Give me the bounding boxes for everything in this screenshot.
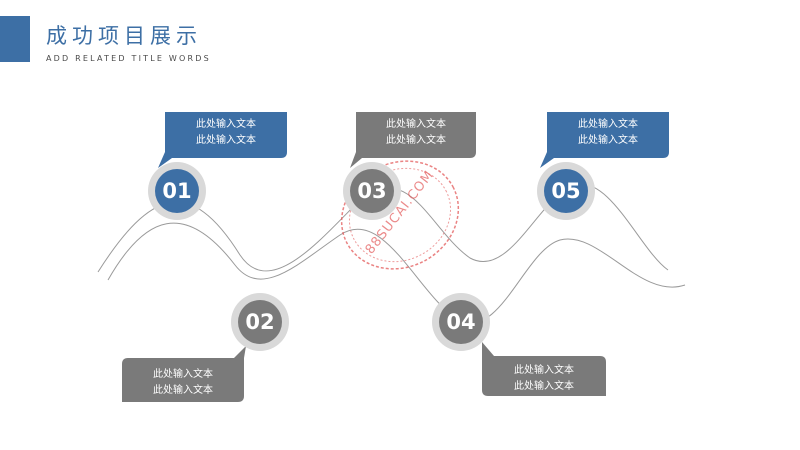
callout-text-04-line2: 此处输入文本	[514, 381, 574, 392]
callout-text-03-line2: 此处输入文本	[386, 135, 446, 146]
node-label-01: 01	[162, 179, 192, 203]
callout-text-03-line1: 此处输入文本	[386, 119, 446, 130]
callout-shape-01	[158, 112, 287, 168]
callout-text-05-line2: 此处输入文本	[578, 135, 638, 146]
callout-shape-03	[350, 112, 476, 168]
node-label-05: 05	[551, 179, 581, 203]
wave-curve-lower	[107, 222, 686, 324]
callout-text-01-line2: 此处输入文本	[196, 135, 256, 146]
node-05	[537, 162, 595, 220]
callout-text-02: 此处输入文本 此处输入文本	[122, 367, 244, 399]
callout-text-05: 此处输入文本 此处输入文本	[547, 117, 669, 149]
node-label-03: 03	[357, 179, 387, 203]
callout-shape-02	[122, 346, 246, 402]
callout-text-04-line1: 此处输入文本	[514, 365, 574, 376]
page-title: 成功项目展示	[46, 24, 202, 48]
callout-text-04: 此处输入文本 此处输入文本	[482, 363, 606, 395]
callout-text-05-line1: 此处输入文本	[578, 119, 638, 130]
node-04	[432, 293, 490, 351]
callout-text-01: 此处输入文本 此处输入文本	[165, 117, 287, 149]
node-01	[148, 162, 206, 220]
callout-text-03: 此处输入文本 此处输入文本	[356, 117, 476, 149]
callout-shape-04	[482, 342, 606, 396]
node-02	[231, 293, 289, 351]
callout-text-02-line1: 此处输入文本	[153, 369, 213, 380]
node-label-02: 02	[245, 310, 275, 334]
header-accent-block	[0, 16, 30, 62]
node-label-04: 04	[446, 310, 476, 334]
callout-shape-05	[540, 112, 669, 168]
node-03	[343, 162, 401, 220]
page-subtitle: ADD RELATED TITLE WORDS	[46, 54, 211, 63]
callout-text-01-line1: 此处输入文本	[196, 119, 256, 130]
callout-text-02-line2: 此处输入文本	[153, 385, 213, 396]
